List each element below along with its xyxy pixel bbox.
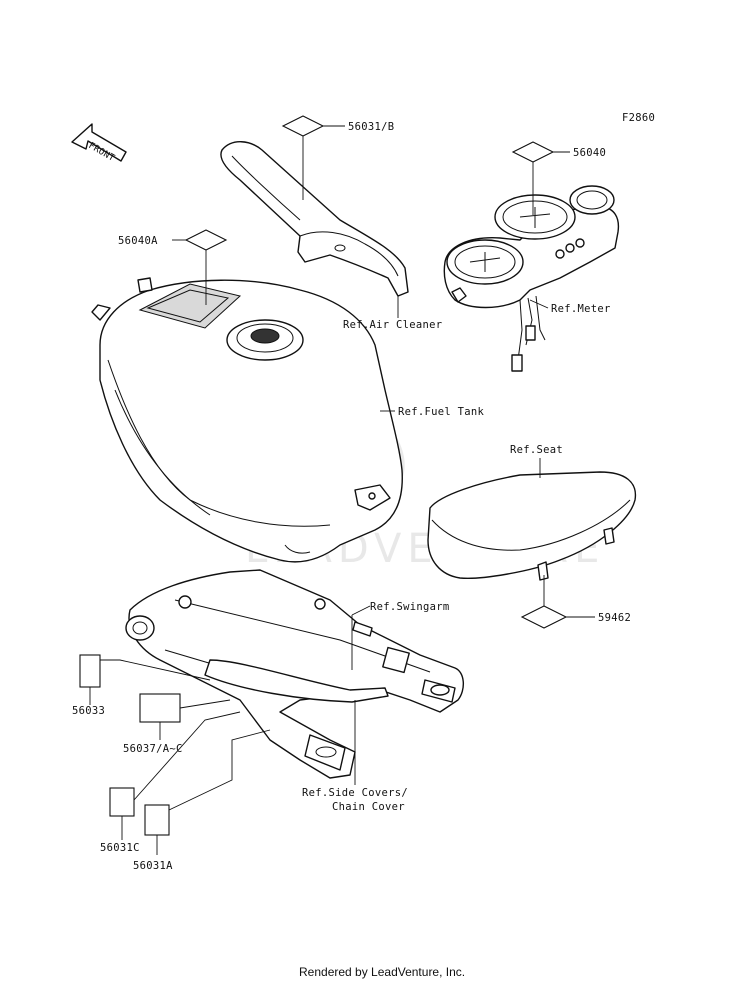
- meter-assembly: [443, 185, 620, 372]
- label-56033: 56033: [72, 705, 105, 717]
- swingarm: [125, 569, 464, 779]
- air-cleaner-cover: [220, 141, 409, 297]
- sticker-56040: [511, 141, 555, 163]
- sticker-59462: [520, 605, 568, 629]
- label-ref-fuel-tank: Ref.Fuel Tank: [398, 406, 484, 418]
- label-ref-seat: Ref.Seat: [510, 444, 563, 456]
- label-ref-meter: Ref.Meter: [551, 303, 611, 315]
- sticker-56037: [139, 693, 181, 723]
- seat: [427, 471, 637, 581]
- sticker-56031b: [281, 115, 325, 137]
- sticker-56033: [79, 654, 101, 688]
- front-arrow-icon: FRONT: [71, 123, 127, 164]
- label-56040: 56040: [573, 147, 606, 159]
- label-56031b: 56031/B: [348, 121, 394, 133]
- label-59462: 59462: [598, 612, 631, 624]
- label-ref-side-covers-line2: Chain Cover: [332, 801, 405, 813]
- sticker-56031a: [144, 804, 170, 836]
- figure-code: F2860: [622, 112, 655, 124]
- label-56031c: 56031C: [100, 842, 140, 854]
- label-ref-side-covers-line1: Ref.Side Covers/: [302, 787, 408, 799]
- label-56040a: 56040A: [118, 235, 158, 247]
- sticker-56031c: [109, 787, 135, 817]
- fuel-tank: [91, 277, 403, 563]
- leader-lines: [89, 125, 595, 855]
- label-ref-air-cleaner: Ref.Air Cleaner: [343, 319, 442, 331]
- label-56037: 56037/A~C: [123, 743, 183, 755]
- label-56031a: 56031A: [133, 860, 173, 872]
- sticker-56040a: [184, 229, 228, 251]
- footer-credit: Rendered by LeadVenture, Inc.: [299, 965, 465, 979]
- label-ref-swingarm: Ref.Swingarm: [370, 601, 449, 613]
